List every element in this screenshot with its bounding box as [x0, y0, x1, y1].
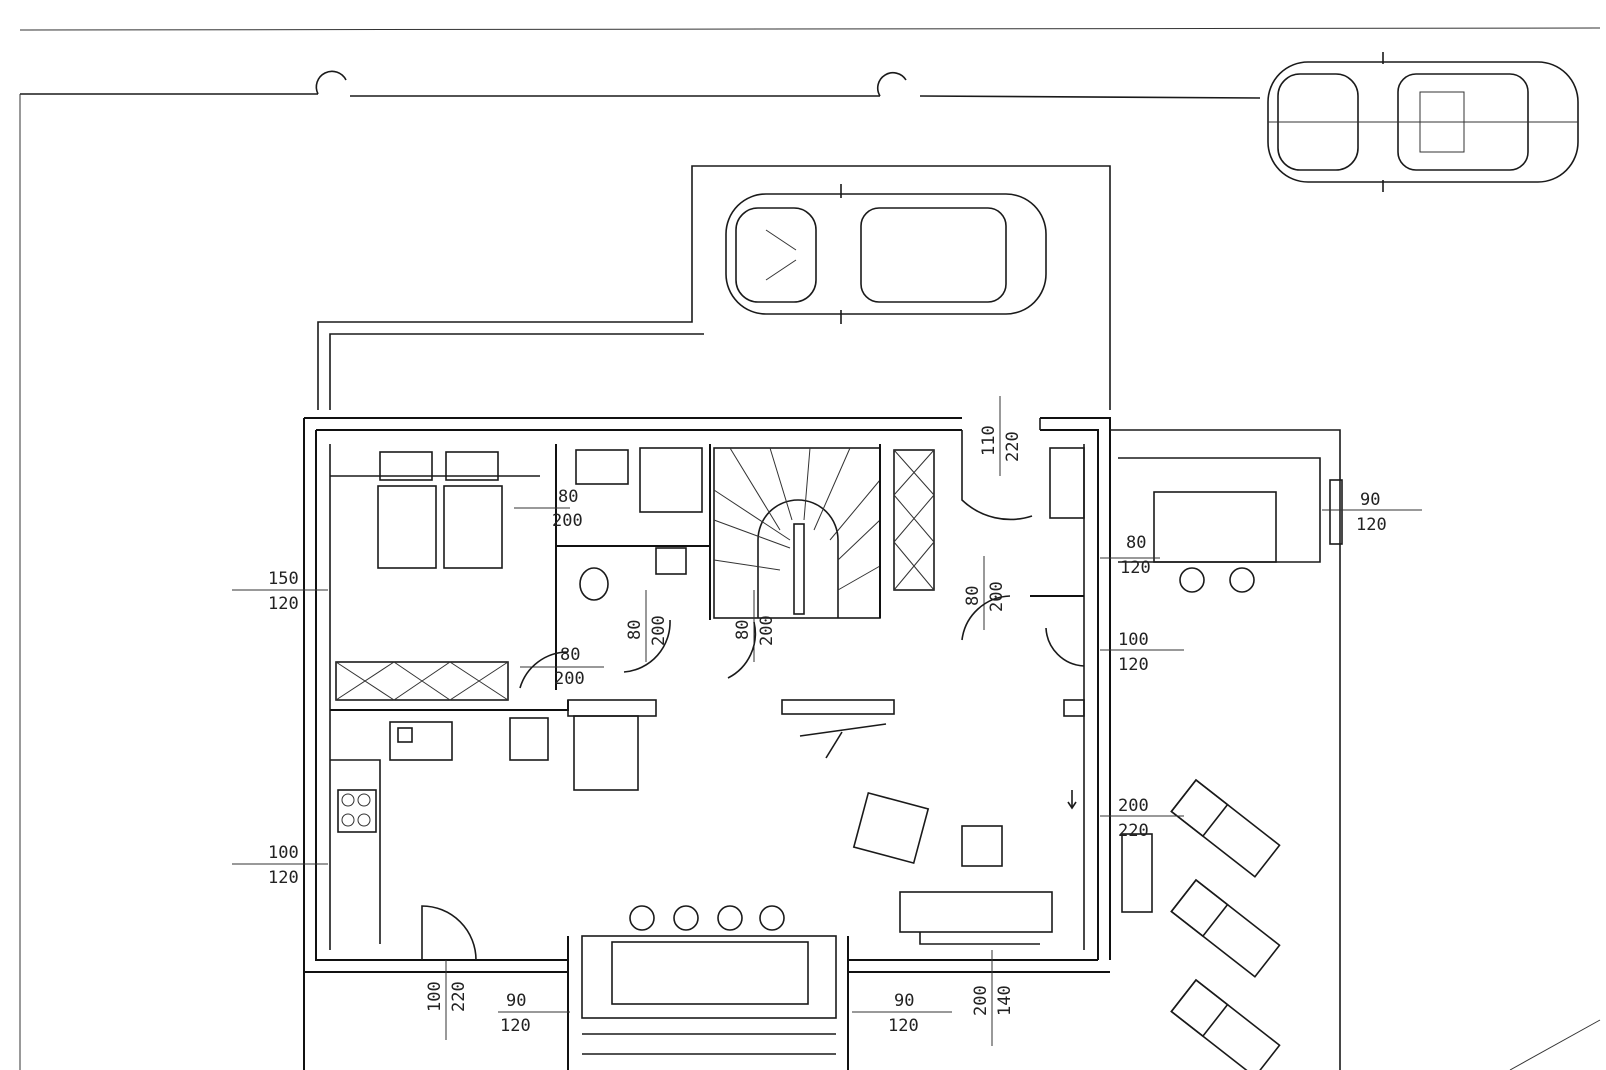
annex [1110, 429, 1343, 1070]
svg-text:220: 220 [449, 981, 469, 1012]
dim-door-stair: 80 200 [727, 590, 777, 679]
svg-text:80: 80 [963, 586, 983, 606]
svg-text:200: 200 [757, 615, 777, 646]
svg-text:200: 200 [649, 615, 669, 646]
dim-door-bedroom: 80 200 [519, 645, 604, 689]
svg-text:120: 120 [268, 594, 299, 614]
svg-text:120: 120 [1118, 655, 1149, 675]
svg-text:140: 140 [995, 985, 1015, 1016]
svg-text:200: 200 [552, 511, 583, 531]
svg-text:200: 200 [987, 581, 1007, 612]
building-walls [303, 417, 1111, 1070]
bay-window [567, 905, 849, 1070]
svg-text:100: 100 [268, 843, 299, 863]
staircase [713, 447, 881, 619]
svg-text:150: 150 [268, 569, 299, 589]
dim-win-left-bottom: 100 120 [232, 843, 328, 888]
svg-text:120: 120 [500, 1016, 531, 1036]
dim-door-wc: 80 200 [623, 590, 671, 673]
svg-text:120: 120 [888, 1016, 919, 1036]
property-lines [19, 27, 1601, 1070]
svg-text:80: 80 [558, 487, 578, 507]
svg-text:120: 120 [1120, 558, 1151, 578]
dim-win-annex: 90 120 [1322, 490, 1422, 535]
svg-text:80: 80 [1126, 533, 1146, 553]
svg-text:100: 100 [425, 981, 445, 1012]
dimension-labels: 150 120 100 120 80 200 80 200 80 200 [232, 396, 1422, 1046]
sun-lounger-icons [1170, 778, 1281, 1070]
dim-door-bath: 80 200 [514, 487, 583, 531]
svg-text:120: 120 [1356, 515, 1387, 535]
dim-win-left-top: 150 120 [232, 569, 328, 614]
dim-door-entrance: 110 220 [979, 396, 1023, 476]
svg-text:200: 200 [554, 669, 585, 689]
svg-text:80: 80 [733, 620, 753, 640]
svg-text:200: 200 [1118, 796, 1149, 816]
svg-text:220: 220 [1003, 431, 1023, 462]
dim-win-right-1: 80 120 [1100, 533, 1160, 578]
living-area [330, 699, 1053, 961]
svg-text:220: 220 [1118, 821, 1149, 841]
dim-door-front: 100 220 [425, 960, 469, 1040]
svg-text:200: 200 [971, 985, 991, 1016]
svg-text:90: 90 [1360, 490, 1380, 510]
dim-win-right-2: 100 120 [1100, 630, 1184, 675]
car-parked-icon [1267, 52, 1579, 192]
bedroom [330, 451, 569, 711]
bathroom [555, 444, 711, 690]
entrance-hall [961, 418, 1085, 717]
dim-win-bay-left: 90 120 [498, 991, 570, 1036]
svg-text:110: 110 [979, 425, 999, 456]
dim-door-patio: 200 140 [971, 950, 1015, 1046]
car-driveway-icon [725, 184, 1047, 324]
svg-text:80: 80 [625, 620, 645, 640]
svg-text:100: 100 [1118, 630, 1149, 650]
closet [879, 444, 935, 618]
svg-text:80: 80 [560, 645, 580, 665]
dim-door-hall: 80 200 [961, 556, 1011, 641]
driveway [317, 165, 1111, 410]
dim-win-bay-right: 90 120 [852, 991, 952, 1036]
dim-door-terrace: 200 220 [1067, 790, 1184, 841]
svg-text:120: 120 [268, 868, 299, 888]
svg-text:90: 90 [894, 991, 914, 1011]
svg-text:90: 90 [506, 991, 526, 1011]
